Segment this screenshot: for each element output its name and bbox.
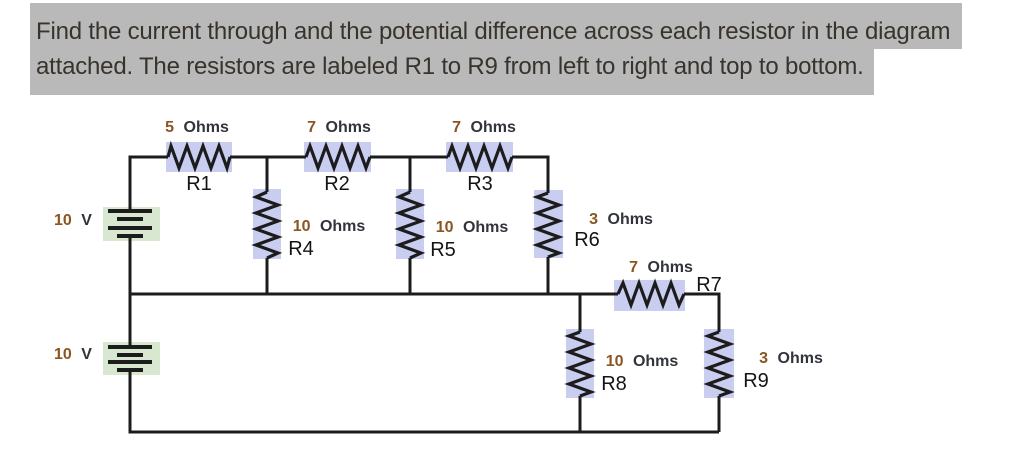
wire-bottom-rail (128, 294, 721, 434)
resistor-r8-name-label: R8 (601, 373, 627, 395)
resistor-r3: 7 Ohms R3 (446, 119, 516, 195)
battery-2: 10 V (54, 345, 152, 372)
resistor-r9-value-label: 3 Ohms (759, 350, 823, 367)
resistor-r1: 5 Ohms R1 (165, 119, 232, 195)
problem-statement: Find the current through and the potenti… (30, 3, 963, 95)
resistor-r4: 10 Ohms R4 (251, 190, 366, 260)
battery-1-voltage-unit: V (81, 212, 92, 229)
resistor-r4-name-label: R4 (288, 238, 314, 260)
resistor-r5-value-unit: Ohms (463, 219, 508, 236)
resistor-r4-value-label: 10 Ohms (293, 218, 366, 235)
resistor-r9-zigzag (703, 330, 735, 398)
resistor-r8-value-label: 10 Ohms (606, 353, 679, 370)
resistor-r6: 3 Ohms R6 (532, 191, 653, 259)
battery-2-voltage-number: 10 (54, 346, 72, 363)
resistor-r7-value-unit: Ohms (648, 259, 693, 276)
resistor-r5-value-number: 10 (436, 219, 454, 236)
resistor-r2-value-number: 7 (307, 119, 316, 136)
battery-2-voltage-unit: V (81, 346, 92, 363)
resistor-r3-zigzag (446, 141, 514, 173)
battery-1-plates (108, 209, 152, 238)
resistor-r6-zigzag (532, 191, 564, 259)
battery-1-voltage-number: 10 (54, 212, 72, 229)
resistor-r2-value-unit: Ohms (326, 119, 371, 136)
resistor-r4-zigzag (251, 190, 283, 260)
resistor-r6-value-label: 3 Ohms (589, 211, 653, 228)
resistor-r9: 3 Ohms R9 (703, 330, 823, 398)
resistor-r5-zigzag (394, 190, 426, 260)
resistor-r2-name-label: R2 (324, 173, 350, 195)
resistor-r8-value-unit: Ohms (633, 353, 678, 370)
resistor-r2: 7 Ohms R2 (304, 119, 372, 195)
resistor-r2-zigzag (304, 141, 372, 173)
resistor-r7-value-number: 7 (629, 259, 638, 276)
resistor-r1-name-label: R1 (186, 173, 212, 195)
wires (128, 155, 721, 434)
resistor-r7-zigzag (616, 278, 686, 310)
resistor-r9-value-number: 3 (759, 350, 768, 367)
resistor-r4-value-number: 10 (293, 218, 311, 235)
resistor-r1-value-unit: Ohms (184, 119, 229, 136)
resistor-r2-value-label: 7 Ohms (307, 119, 371, 136)
resistor-r3-value-unit: Ohms (471, 119, 516, 136)
battery-2-plates (108, 345, 152, 372)
problem-text-line-2: attached. The resistors are labeled R1 t… (30, 49, 874, 95)
resistor-r3-value-number: 7 (452, 119, 461, 136)
resistor-r8-zigzag (564, 330, 596, 398)
resistor-r8-value-number: 10 (606, 353, 624, 370)
resistor-r6-name-label: R6 (574, 229, 600, 251)
resistor-r5-name-label: R5 (430, 239, 456, 261)
wire-top-rail (128, 155, 550, 211)
battery-1-voltage-label: 10 V (54, 212, 92, 229)
resistor-r7-name-label: R7 (696, 274, 722, 296)
problem-text-line-1: Find the current through and the potenti… (30, 3, 963, 49)
battery-1: 10 V (54, 209, 152, 238)
resistor-r9-name-label: R9 (743, 370, 769, 392)
resistor-r1-zigzag (166, 140, 232, 174)
resistor-r6-value-unit: Ohms (608, 211, 653, 228)
resistor-r1-value-number: 5 (165, 119, 174, 136)
resistor-r4-value-unit: Ohms (320, 218, 365, 235)
resistor-r9-value-unit: Ohms (778, 350, 823, 367)
resistor-r3-value-label: 7 Ohms (452, 119, 516, 136)
resistor-r1-value-label: 5 Ohms (165, 119, 229, 136)
resistor-r6-value-number: 3 (589, 211, 598, 228)
resistor-r7-value-label: 7 Ohms (629, 259, 693, 276)
resistor-r8: 10 Ohms R8 (564, 330, 679, 398)
resistor-r3-name-label: R3 (467, 173, 493, 195)
resistor-r5: 10 Ohms R5 (394, 190, 509, 261)
resistor-r5-value-label: 10 Ohms (436, 219, 509, 236)
resistor-r7: 7 Ohms R7 (616, 259, 722, 310)
battery-2-voltage-label: 10 V (54, 346, 92, 363)
